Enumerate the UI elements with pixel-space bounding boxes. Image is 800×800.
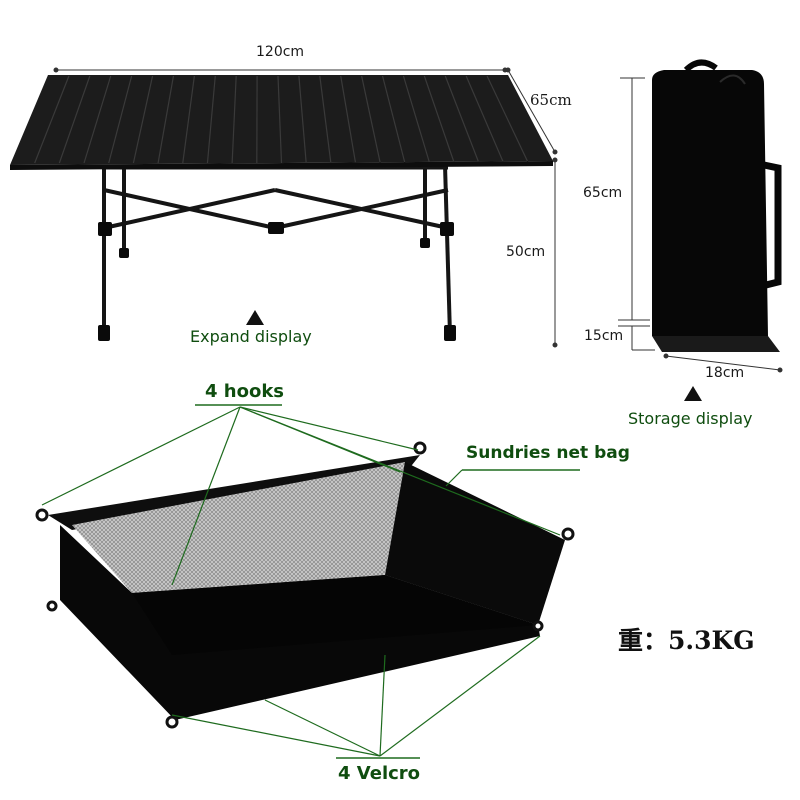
- table-height-label: 50cm: [506, 244, 546, 260]
- table-caption: Expand display: [190, 327, 312, 346]
- storage-thickness-label: 15cm: [584, 328, 624, 344]
- table-slat-line: [340, 75, 357, 164]
- table-dimension-lines: [53, 67, 558, 348]
- table-top: [10, 75, 553, 165]
- table-slat-line: [361, 75, 381, 164]
- table-slat-line: [402, 75, 431, 164]
- triangle-up-icon: [684, 386, 702, 401]
- table-depth-label: 65cm: [530, 91, 572, 109]
- table-slat-line: [132, 75, 154, 164]
- table-width-label: 120cm: [256, 44, 305, 60]
- table-joints: [98, 222, 456, 341]
- net-bag-callout-label: Sundries net bag: [466, 443, 630, 463]
- table-slat-line: [108, 75, 133, 164]
- storage-height-label: 65cm: [583, 185, 623, 201]
- table-frame: [102, 164, 452, 336]
- table-slat-line: [231, 75, 237, 164]
- table-slat-line: [83, 75, 112, 164]
- weight-label: 重：5.3KG: [618, 626, 755, 655]
- callout-lines: [41, 404, 580, 759]
- storage-dimension-lines: [618, 77, 783, 373]
- hooks-callout-label: 4 hooks: [205, 381, 285, 402]
- table-slat-line: [423, 75, 455, 164]
- net-bag-illustration: [35, 441, 575, 729]
- table-slat-line: [58, 75, 91, 164]
- table-slat-line: [182, 75, 195, 164]
- table-slat-line: [381, 75, 406, 164]
- table-slat-line: [486, 75, 529, 164]
- triangle-up-icon: [246, 310, 264, 325]
- table-slat-line: [277, 75, 283, 164]
- storage-width-label: 18cm: [705, 365, 745, 381]
- table-top-slats: [34, 75, 529, 164]
- table-slat-line: [34, 75, 70, 164]
- bag-hooks: [35, 441, 575, 729]
- storage-bag-illustration: [652, 59, 782, 352]
- velcro-callout-label: 4 Velcro: [338, 763, 421, 784]
- table-slat-line: [465, 75, 505, 164]
- storage-caption: Storage display: [628, 409, 753, 428]
- table-slat-line: [157, 75, 175, 164]
- table-slat-line: [206, 75, 216, 164]
- table-slat-line: [298, 75, 307, 164]
- table-slat-line: [444, 75, 480, 164]
- table-slat-line: [319, 75, 332, 164]
- table-illustration: [10, 75, 553, 341]
